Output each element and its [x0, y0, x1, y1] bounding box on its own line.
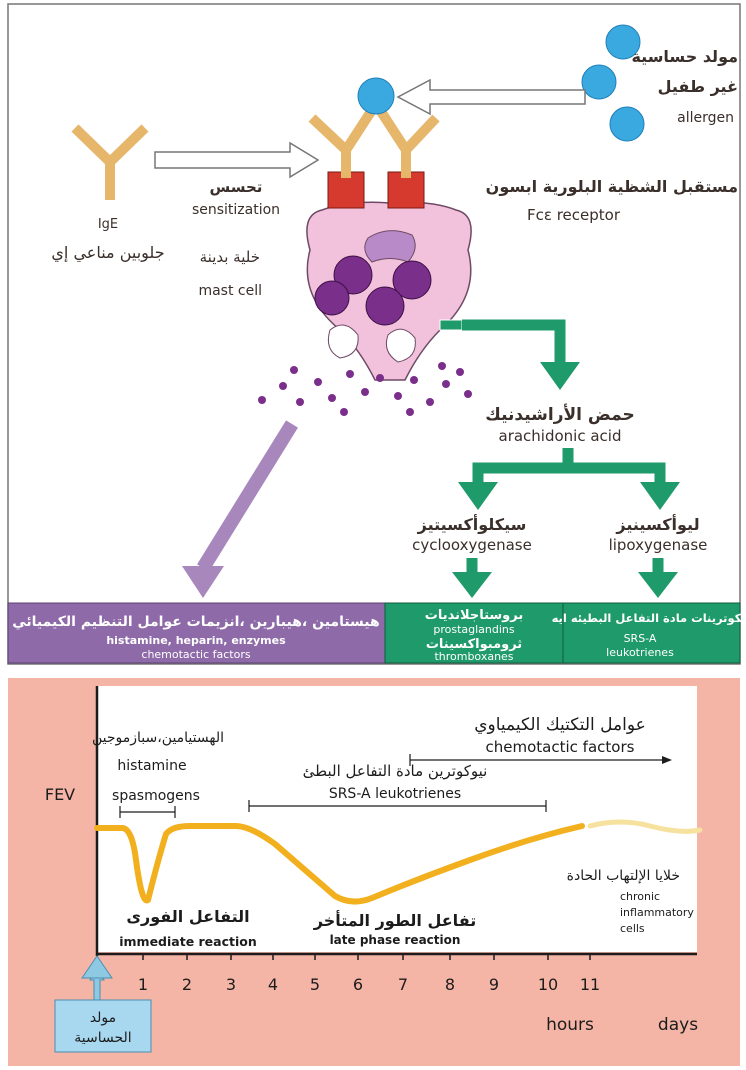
nucleus [365, 231, 415, 262]
prostaglandin-box-en2: thromboxanes [434, 650, 513, 663]
chronic-label-en3: cells [620, 922, 645, 935]
allergen-box-ar2: الحساسية [74, 1030, 131, 1046]
tick-label-5: 5 [310, 975, 320, 994]
sensitization-label-ar: تحسس [210, 178, 263, 196]
chemotactic-label-ar: عوامل التكتيك الكيمياوي [474, 715, 646, 735]
receptor-label-en: Fcε receptor [527, 206, 621, 224]
prostaglandin-box-ar1: بروستاجلانديات [425, 608, 523, 623]
histamine-span-ar: الهستيامين،سبازموجين [92, 730, 224, 746]
histamine-box-en2: chemotactic factors [141, 648, 250, 661]
cyclooxygenase-label-ar: سيكلوأكسيتيز [417, 514, 527, 534]
allergen-label-en: allergen [677, 110, 734, 126]
days-label: days [658, 1015, 698, 1035]
bound-allergen [358, 78, 394, 114]
immediate-label-ar: التفاعل الفورى [126, 907, 249, 926]
tick-label-2: 2 [182, 975, 192, 994]
chronic-label-en1: chronic [620, 890, 660, 903]
tick-label-6: 6 [353, 975, 363, 994]
cyclooxygenase-label-en: cyclooxygenase [412, 536, 532, 554]
srsa-span-ar: نيوكوترين مادة التفاعل البطئ [303, 762, 488, 780]
srsa-box-en2: leukotrienes [606, 646, 674, 659]
srsa-box-ar: ليكوترينات مادة التفاعل البطيئه ايه [552, 611, 746, 626]
allergen-box-ar1: مولد [90, 1010, 116, 1026]
histamine-span-en1: histamine [117, 758, 186, 774]
tick-label-8: 8 [445, 975, 455, 994]
histamine-box-ar: هيستامين ،هيبارين ،انزيمات عوامل التنظيم… [12, 614, 379, 630]
chronic-label-ar: خلايا الإلتهاب الحادة [567, 868, 680, 884]
late-label-en: late phase reaction [330, 933, 461, 947]
prostaglandin-box-en1: prostaglandins [433, 623, 515, 636]
hours-label: hours [546, 1015, 594, 1035]
histamine-span-en2: spasmogens [112, 788, 200, 804]
tick-label-3: 3 [226, 975, 236, 994]
allergen-label-ar2: غير طفيل [658, 77, 738, 96]
y-axis-label: FEV [45, 785, 75, 804]
arachidonic-label-en: arachidonic acid [499, 427, 622, 445]
mast-cell-label-ar: خلية بدينة [200, 248, 260, 266]
tick-label-10: 10 [538, 975, 558, 994]
tick-label-9: 9 [489, 975, 499, 994]
phospholipase-marker [440, 320, 462, 330]
mast-cell-label-en: mast cell [198, 283, 262, 299]
ige-label-ar: جلوبين مناعي إي [51, 243, 164, 263]
lipoxygenase-label-en: lipoxygenase [609, 536, 708, 554]
ige-label-en: IgE [98, 217, 118, 232]
srsa-span-en: SRS-A leukotrienes [329, 786, 461, 802]
tick-label-7: 7 [398, 975, 408, 994]
chronic-label-en2: inflammatory [620, 906, 694, 919]
sensitization-label-en: sensitization [192, 202, 280, 218]
receptor-label-ar: مستقبل الشظية البلورية ابسون [486, 177, 738, 196]
lipoxygenase-label-ar: ليوأكسينيز [615, 514, 699, 534]
srsa-box-en1: SRS-A [624, 632, 657, 645]
chemotactic-label-en: chemotactic factors [486, 738, 635, 756]
tick-label-4: 4 [268, 975, 278, 994]
allergen-label-ar: مولد حساسية [631, 47, 738, 66]
immediate-label-en: immediate reaction [119, 934, 257, 949]
arachidonic-label-ar: حمض الأراشيدنيك [485, 404, 635, 425]
histamine-box-en1: histamine, heparin, enzymes [106, 634, 286, 647]
late-label-ar: تفاعل الطور المتأخر [313, 910, 476, 930]
tick-label-1: 1 [138, 975, 148, 994]
tick-label-11: 11 [580, 975, 600, 994]
